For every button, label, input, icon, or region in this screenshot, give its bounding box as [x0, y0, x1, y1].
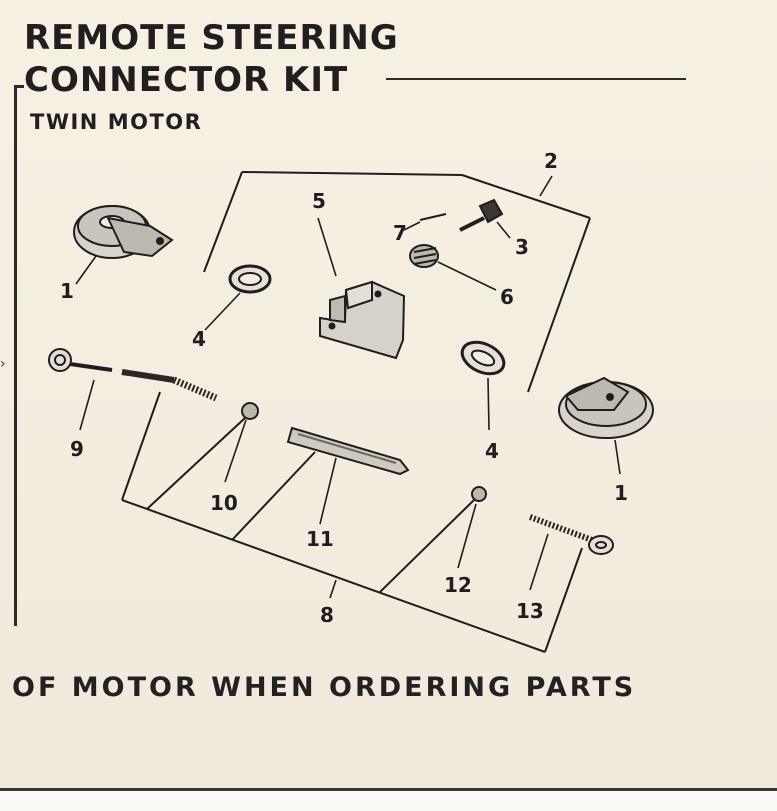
leader-lines [75, 175, 621, 599]
callout-9: 9 [70, 437, 84, 461]
callout-1-right: 1 [614, 481, 628, 505]
callout-2: 2 [544, 149, 558, 173]
catalog-page [0, 0, 777, 790]
callout-11: 11 [306, 527, 334, 551]
hook-end-icon [48, 348, 113, 372]
spring-icon [409, 244, 439, 268]
mounting-bracket-icon [319, 280, 406, 360]
bracket-lines-upper [203, 171, 591, 393]
eye-bolt-icon [528, 514, 614, 555]
bracket-lines-lower [121, 391, 583, 653]
callout-4-upper: 4 [192, 327, 206, 351]
subtitle: TWIN MOTOR [30, 110, 203, 134]
callout-12: 12 [444, 573, 472, 597]
sleeve-tube-icon [286, 426, 410, 476]
pulley-left-icon [73, 205, 174, 259]
pulley-right-icon [558, 376, 654, 439]
side-arrow-mark: › [0, 356, 6, 372]
pin-icon [419, 213, 447, 221]
footer-note: OF MOTOR WHEN ORDERING PARTS [12, 672, 637, 703]
callout-8: 8 [320, 603, 334, 627]
title-line-1: REMOTE STEERING [24, 18, 399, 58]
knob-screw-icon [459, 198, 504, 232]
callout-6: 6 [500, 285, 514, 309]
callout-1-left: 1 [60, 279, 74, 303]
title-line-2: CONNECTOR KIT [24, 60, 349, 100]
side-bracket [14, 88, 17, 626]
callout-7: 7 [393, 221, 407, 245]
title-rule [386, 78, 686, 80]
callout-5: 5 [312, 189, 326, 213]
page-bottom-edge [0, 788, 777, 811]
grommet-upper-icon [228, 264, 272, 294]
side-bracket-tick [14, 85, 24, 88]
callout-4-lower: 4 [485, 439, 499, 463]
grommet-lower-icon [460, 340, 506, 376]
callout-13: 13 [516, 599, 544, 623]
callout-10: 10 [210, 491, 238, 515]
threaded-rod-icon [121, 369, 218, 402]
callout-3: 3 [515, 235, 529, 259]
nut-12-icon [471, 486, 487, 502]
nut-10-icon [241, 402, 259, 420]
